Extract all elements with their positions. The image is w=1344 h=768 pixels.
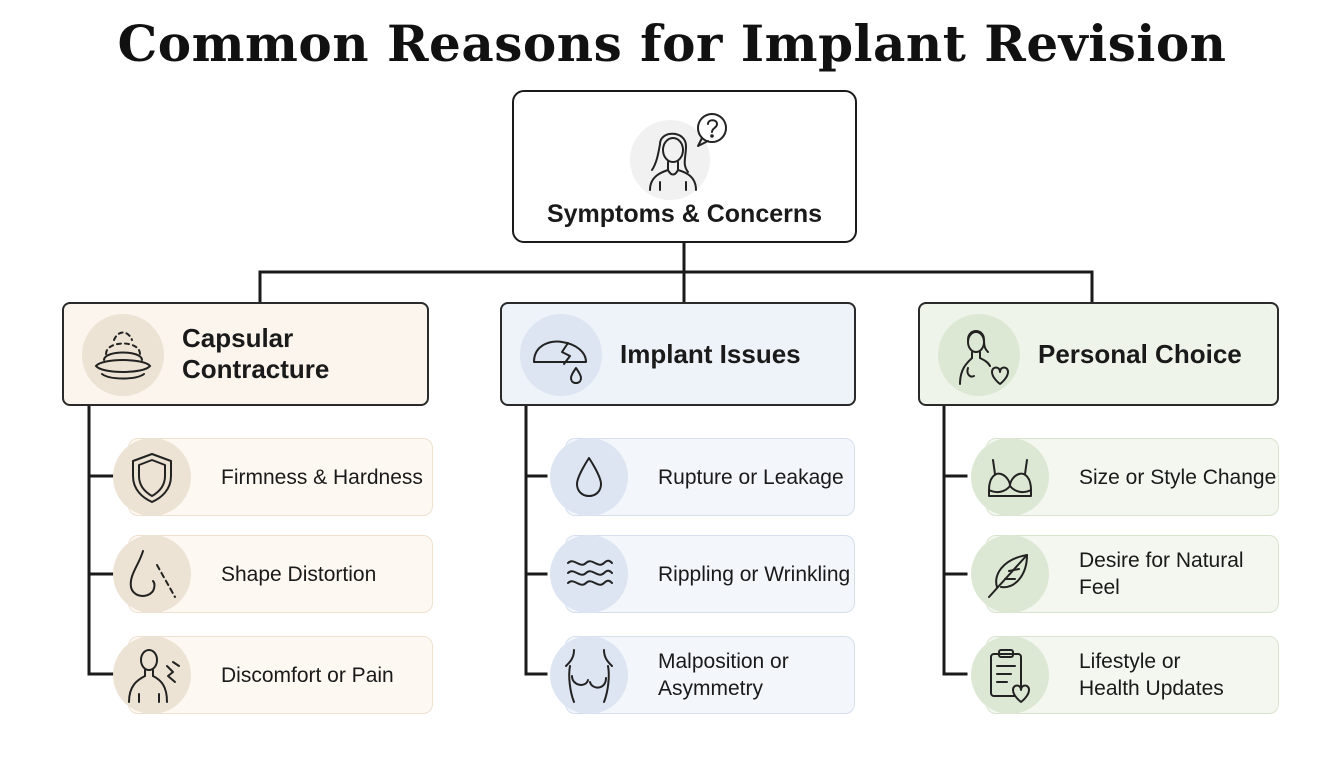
page-title: Common Reasons for Implant Revision	[117, 14, 1227, 73]
woman-question-icon	[630, 106, 740, 200]
category-capsular-contracture: Capsular Contracture	[62, 302, 429, 406]
root-label: Symptoms & Concerns	[546, 200, 823, 228]
item-label: Shape Distortion	[221, 562, 377, 586]
list-item-firmness-hardness: Firmness & Hardness	[113, 438, 433, 516]
item-label: Rupture or Leakage	[658, 465, 844, 489]
root-node: Symptoms & Concerns	[512, 90, 857, 243]
item-label: Malposition or Asymmetry	[658, 650, 789, 700]
category-implant-issues: Implant Issues	[500, 302, 856, 406]
list-item-malposition-asymmetry: Malposition or Asymmetry	[550, 636, 855, 714]
list-item-rippling-wrinkling: Rippling or Wrinkling	[550, 535, 855, 613]
item-label: Discomfort or Pain	[221, 663, 394, 687]
category-personal-choice: Personal Choice	[918, 302, 1279, 406]
capsule-icon	[82, 314, 164, 396]
list-item-discomfort-pain: Discomfort or Pain	[113, 636, 433, 714]
list-item-natural-feel: Desire for Natural Feel	[971, 535, 1279, 613]
clipboard-heart-icon	[971, 636, 1049, 714]
item-label: Firmness & Hardness	[221, 465, 423, 489]
category-label: Implant Issues	[620, 338, 801, 369]
item-label: Rippling or Wrinkling	[658, 562, 851, 586]
droplet-icon	[550, 438, 628, 516]
woman-heart-icon	[938, 314, 1020, 396]
waves-icon	[550, 535, 628, 613]
shoulder-pain-icon	[113, 636, 191, 714]
feather-icon	[971, 535, 1049, 613]
breast-contour-icon	[113, 535, 191, 613]
item-label: Lifestyle or Health Updates	[1079, 650, 1224, 700]
list-item-rupture-leakage: Rupture or Leakage	[550, 438, 855, 516]
item-label: Desire for Natural Feel	[1079, 549, 1244, 599]
shield-icon	[113, 438, 191, 516]
category-label: Capsular Contracture	[182, 323, 330, 384]
list-item-size-style-change: Size or Style Change	[971, 438, 1279, 516]
bra-icon	[971, 438, 1049, 516]
category-label: Personal Choice	[1038, 338, 1242, 369]
list-item-lifestyle-health: Lifestyle or Health Updates	[971, 636, 1279, 714]
ruptured-implant-icon	[520, 314, 602, 396]
item-label: Size or Style Change	[1079, 465, 1277, 489]
list-item-shape-distortion: Shape Distortion	[113, 535, 433, 613]
torso-icon	[550, 636, 628, 714]
